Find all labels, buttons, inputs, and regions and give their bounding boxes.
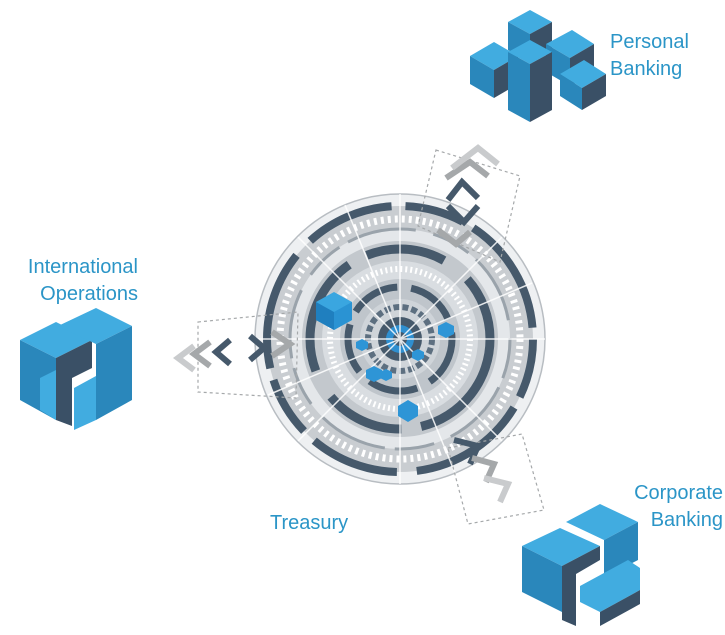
international-operations-block-icon <box>20 308 132 430</box>
treasury-label: Treasury <box>270 510 348 537</box>
personal-banking-label-line1: Personal <box>610 31 689 53</box>
personal-banking-block-icon <box>470 10 606 122</box>
corporate-banking-label-line2: Banking <box>650 509 723 531</box>
corporate-banking-block-icon <box>522 504 640 626</box>
personal-banking-label: Personal Banking <box>610 29 689 83</box>
corporate-banking-label: Corporate Banking <box>600 480 723 534</box>
international-operations-label-line1: International <box>27 256 138 278</box>
corporate-banking-connector <box>447 433 545 525</box>
treasury-dial-icon <box>254 193 546 485</box>
corporate-banking-label-line1: Corporate <box>634 482 723 504</box>
international-operations-connector <box>173 311 299 399</box>
personal-banking-label-line2: Banking <box>610 58 683 80</box>
international-operations-label-line2: Operations <box>40 283 138 305</box>
personal-banking-connector <box>417 144 521 263</box>
treasury-label-text: Treasury <box>270 512 349 534</box>
international-operations-label: International Operations <box>8 254 138 308</box>
